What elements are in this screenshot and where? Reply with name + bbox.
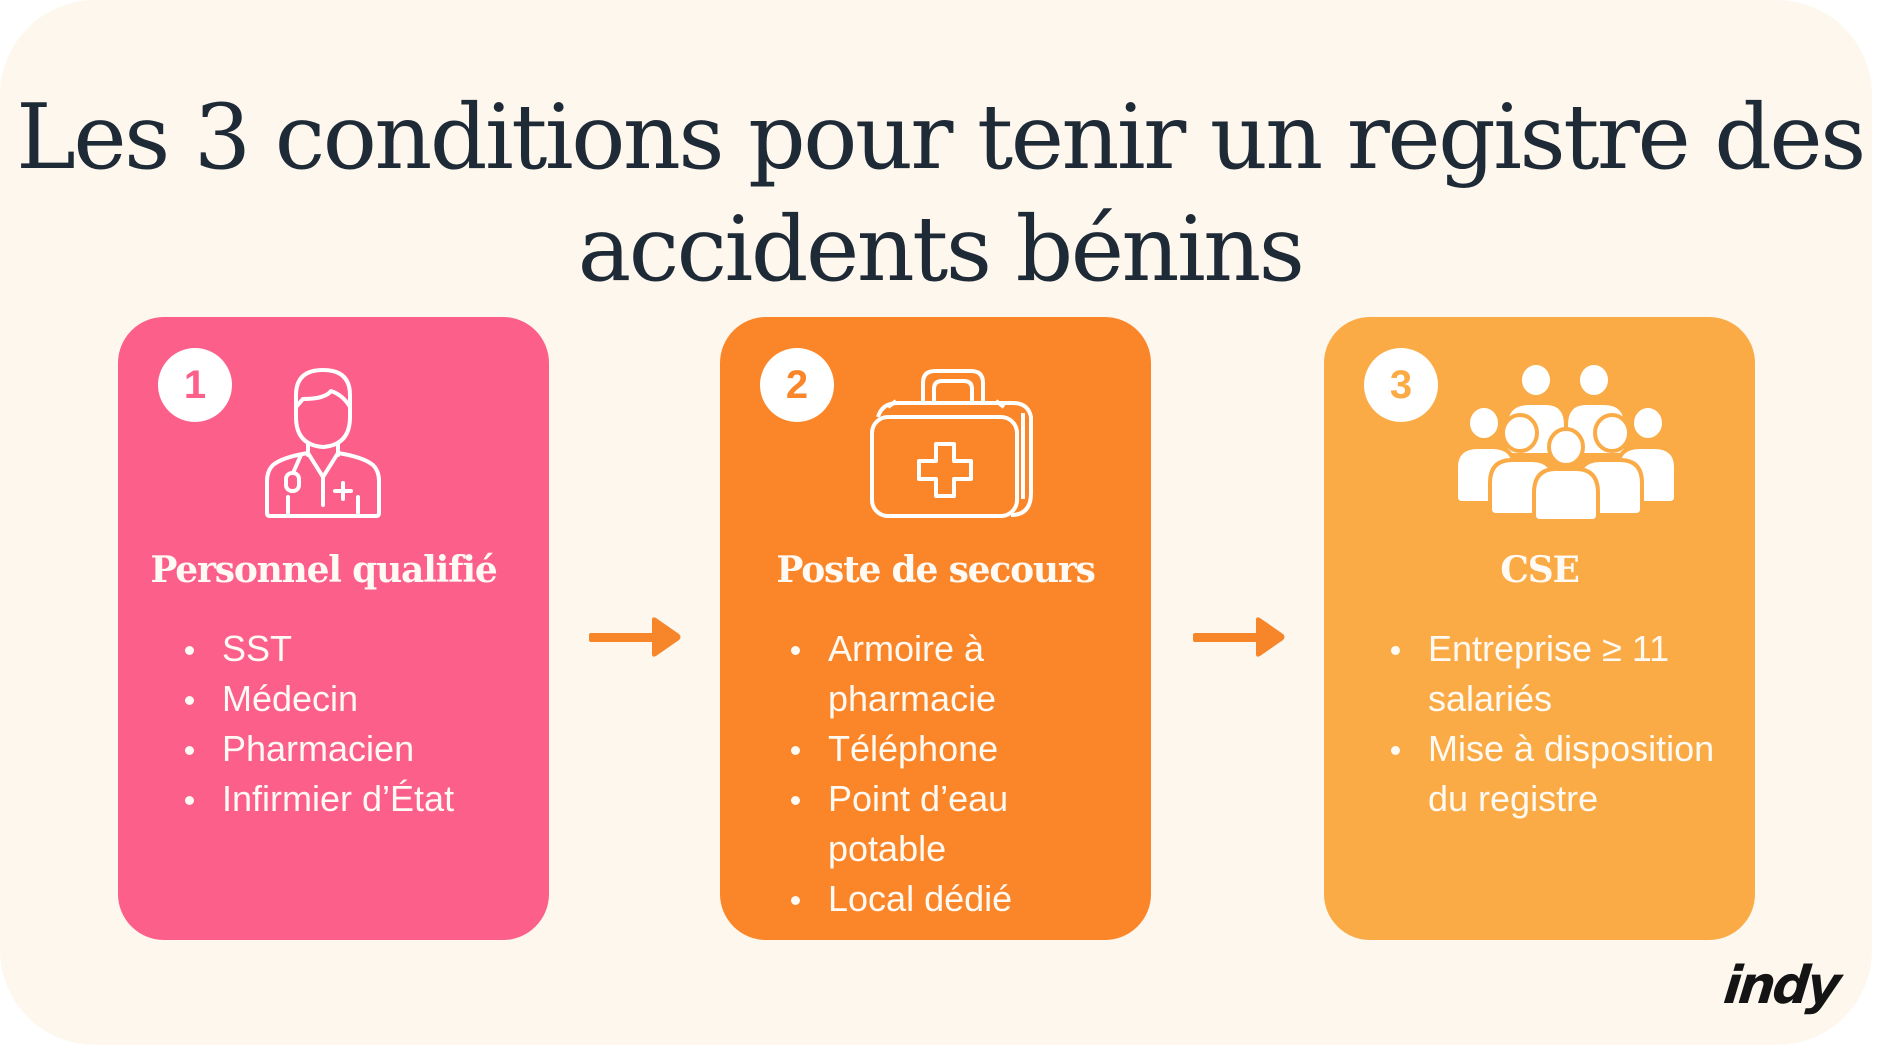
list-item: Local dédié: [791, 874, 1038, 924]
condition-card-2: 2 Poste de secours Armoire à pharmacie T…: [720, 317, 1151, 940]
list-item: Armoire à pharmacie: [791, 624, 1038, 724]
page-title: Les 3 conditions pour tenir un registre …: [0, 82, 1880, 306]
first-aid-kit-icon: [870, 369, 1033, 518]
doctor-icon: [265, 368, 381, 518]
card-list-1: SST Médecin Pharmacien Infirmier d’État: [185, 624, 522, 824]
card-title-2: Poste de secours: [776, 549, 1096, 591]
card-title-3: CSE: [1500, 549, 1580, 591]
step-badge-1: 1: [158, 348, 232, 422]
list-item: Téléphone: [791, 724, 1038, 774]
list-item: Infirmier d’État: [185, 774, 522, 824]
step-badge-2: 2: [760, 348, 834, 422]
list-item: Mise à disposition du registre: [1391, 724, 1718, 824]
card-list-2: Armoire à pharmacie Téléphone Point d’ea…: [791, 624, 1038, 924]
indy-logo: indy: [1720, 956, 1842, 1016]
list-item: Médecin: [185, 674, 522, 724]
arrow-right-icon: [1193, 617, 1285, 657]
step-badge-3: 3: [1364, 348, 1438, 422]
condition-card-1: 1 Personnel qualifié SST Médecin Pharmac…: [118, 317, 549, 940]
list-item: Entreprise ≥ 11 salariés: [1391, 624, 1718, 724]
list-item: SST: [185, 624, 522, 674]
list-item: Pharmacien: [185, 724, 522, 774]
card-title-1: Personnel qualifié: [150, 549, 497, 591]
group-people-icon: [1454, 365, 1678, 520]
title-line-1: Les 3 conditions pour tenir un registre …: [16, 85, 1866, 191]
list-item: Point d’eau potable: [791, 774, 1038, 874]
arrow-right-icon: [589, 617, 681, 657]
condition-card-3: 3 CSE Entreprise ≥ 11 salariés Mise à di…: [1324, 317, 1755, 940]
title-line-2: accidents bénins: [577, 197, 1305, 303]
card-list-3: Entreprise ≥ 11 salariés Mise à disposit…: [1391, 624, 1718, 824]
